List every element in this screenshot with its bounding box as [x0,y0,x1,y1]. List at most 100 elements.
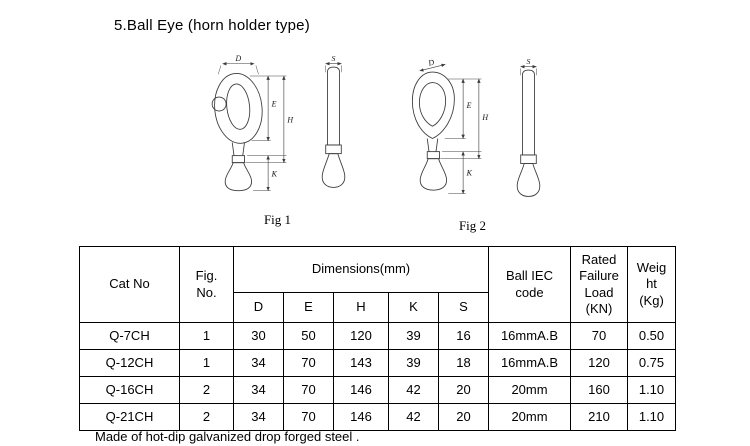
fig2-collar [426,151,440,160]
fig1-dim-d: D [222,54,255,66]
cell-fig-no: 2 [179,376,234,404]
cell-fig-no: 2 [179,403,234,431]
cell-weight: 0.50 [627,322,676,350]
cell-k: 42 [388,403,439,431]
fig2-side-drawing: S [516,57,541,197]
fig2-side-shank [522,69,535,156]
dim-label-d: D [235,54,242,63]
cell-e: 70 [283,403,334,431]
fig2-side-collar [520,154,537,164]
cell-s: 20 [438,403,489,431]
dim-label-e: E [271,100,277,109]
fig2-front-drawing: D E [411,58,489,195]
fig1-side-extension-lines [325,65,342,73]
fig2-dim-e: E [461,78,472,139]
fig2-ball [419,158,447,191]
cell-s: 16 [438,322,489,350]
cell-e: 70 [283,349,334,377]
header-fig-no: Fig. No. [179,246,234,323]
figure-1-views: D [199,54,356,210]
cell-iec: 16mmA.B [488,322,571,350]
fig1-section-mark [211,96,227,112]
dim-label-k: K [271,170,278,179]
cell-d: 34 [233,403,284,431]
fig2-eye-inner [418,82,447,127]
dim-label-e: E [466,101,472,110]
dim-label-h: H [481,113,489,122]
cell-iec: 20mm [488,376,571,404]
fig1-collar [231,155,245,164]
fig1-stem [231,142,245,156]
table-row: Q-21CH 2 34 70 146 42 20 20mm 210 1.10 [79,403,676,431]
cell-k: 42 [388,376,439,404]
cell-s: 18 [438,349,489,377]
dim-label-d: D [426,58,435,68]
cell-cat-no: Q-12CH [79,349,180,377]
spec-table: Cat No Fig. No. Dimensions(mm) Ball IEC … [79,246,676,431]
cell-load: 120 [570,349,628,377]
fig1-dim-k: K [266,155,278,192]
cell-e: 70 [283,376,334,404]
cell-h: 146 [333,376,389,404]
cell-cat-no: Q-7CH [79,322,180,350]
fig1-dim-e: E [266,75,277,142]
cell-weight: 1.10 [627,403,676,431]
fig1-side-collar [325,144,342,155]
cell-load: 70 [570,322,628,350]
figure-1-caption: Fig 1 [263,212,292,227]
fig1-ball [224,162,252,192]
cell-k: 39 [388,322,439,350]
page-title: 5.Ball Eye (horn holder type) [114,17,310,34]
fig2-dim-k: K [461,151,473,195]
fig2-dim-s: S [520,57,537,69]
fig1-side-ball [321,153,346,188]
cell-cat-no: Q-16CH [79,376,180,404]
dim-label-s: S [332,54,336,63]
table-header-row-1: Cat No Fig. No. Dimensions(mm) Ball IEC … [79,246,676,323]
dim-label-s: S [527,57,531,66]
fig1-dim-h: H [282,75,294,164]
cell-iec: 16mmA.B [488,349,571,377]
fig2-extension-lines [440,78,482,194]
cell-load: 210 [570,403,628,431]
figure-2-views: D E [394,54,551,216]
fig1-eye-outline [214,73,263,144]
fig1-side-drawing: S [321,54,346,188]
cell-cat-no: Q-21CH [79,403,180,431]
technical-drawings: D [0,54,750,234]
figure-2-caption: Fig 2 [458,218,487,233]
dim-label-k: K [466,168,473,177]
fig2-side-ball [516,163,541,197]
header-cat-no: Cat No [79,246,180,323]
header-dim-d: D [233,292,284,323]
cell-load: 160 [570,376,628,404]
fig1-front-drawing: D [211,54,294,192]
header-ball-iec: Ball IEC code [488,246,571,323]
fig2-eye-outer [411,71,455,139]
cell-weight: 1.10 [627,376,676,404]
header-dim-e: E [283,292,334,323]
cell-h: 143 [333,349,389,377]
cell-fig-no: 1 [179,349,234,377]
fig2-stem [426,138,439,152]
material-note: Made of hot-dip galvanized drop forged s… [95,429,360,444]
cell-h: 120 [333,322,389,350]
cell-e: 50 [283,322,334,350]
table-row: Q-12CH 1 34 70 143 39 18 16mmA.B 120 0.7… [79,349,676,377]
fig2-dim-h: H [477,78,489,160]
header-dim-s: S [438,292,489,323]
cell-d: 34 [233,349,284,377]
fig2-side-extension-lines [520,68,537,76]
cell-k: 39 [388,349,439,377]
cell-d: 30 [233,322,284,350]
header-rated-load: Rated Failure Load (KN) [570,246,628,323]
header-weight: Weig ht (Kg) [627,246,676,323]
table-row: Q-16CH 2 34 70 146 42 20 20mm 160 1.10 [79,376,676,404]
cell-fig-no: 1 [179,322,234,350]
dim-label-h: H [286,115,294,124]
table-row: Q-7CH 1 30 50 120 39 16 16mmA.B 70 0.50 [79,322,676,350]
fig1-side-shank [327,66,340,146]
cell-iec: 20mm [488,403,571,431]
fig2-dim-d: D [419,58,446,72]
